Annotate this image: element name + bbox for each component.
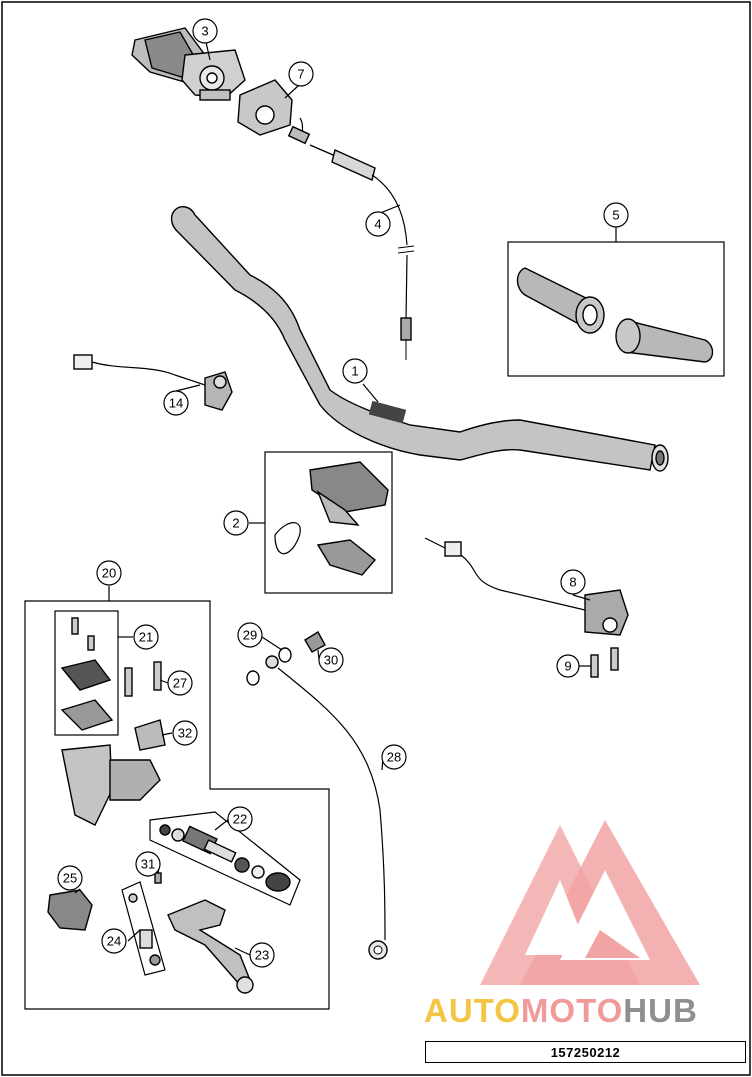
callout-27: 27 <box>167 670 193 696</box>
svg-text:27: 27 <box>173 676 187 691</box>
callout-20: 20 <box>96 560 122 586</box>
svg-text:22: 22 <box>233 812 247 827</box>
part-screws-9 <box>590 647 619 678</box>
part-throttle-cover <box>237 79 293 136</box>
frame-part-20 <box>24 600 330 1010</box>
svg-text:30: 30 <box>324 653 338 668</box>
part-washers-29 <box>246 647 292 686</box>
part-lever <box>167 899 254 994</box>
svg-text:29: 29 <box>243 628 257 643</box>
svg-text:23: 23 <box>255 948 269 963</box>
svg-text:4: 4 <box>374 217 381 232</box>
callout-9: 9 <box>556 654 580 678</box>
callout-32: 32 <box>172 720 198 746</box>
svg-text:1: 1 <box>351 364 358 379</box>
callout-30: 30 <box>318 647 344 673</box>
part-lever-pivot <box>121 881 166 976</box>
svg-text:24: 24 <box>107 934 121 949</box>
callout-1: 1 <box>342 358 368 384</box>
part-light-switch <box>424 537 629 636</box>
callout-28: 28 <box>381 744 407 770</box>
svg-text:31: 31 <box>141 857 155 872</box>
callout-25: 25 <box>57 865 83 891</box>
part-master-cylinder <box>61 661 166 826</box>
svg-text:3: 3 <box>201 24 208 39</box>
svg-text:2: 2 <box>232 516 239 531</box>
callout-31: 31 <box>135 851 161 877</box>
part-throttle-grip <box>131 27 246 101</box>
callout-29: 29 <box>237 622 263 648</box>
watermark-moto: MOTO <box>520 992 624 1029</box>
callout-4: 4 <box>365 211 391 237</box>
callout-22: 22 <box>227 806 253 832</box>
watermark-logo <box>480 820 700 985</box>
part-kill-switch <box>73 354 233 411</box>
callout-24: 24 <box>101 928 127 954</box>
frame-part-21 <box>54 610 119 736</box>
watermark-auto: AUTO <box>424 992 521 1029</box>
svg-text:28: 28 <box>387 750 401 765</box>
svg-text:25: 25 <box>63 871 77 886</box>
callout-2: 2 <box>223 510 249 536</box>
part-throttle-cable <box>287 117 415 360</box>
svg-text:20: 20 <box>102 566 116 581</box>
part-bleeder-30 <box>304 631 326 653</box>
svg-text:7: 7 <box>297 67 304 82</box>
callout-23: 23 <box>249 942 275 968</box>
part-grips <box>516 267 714 363</box>
svg-text:32: 32 <box>178 726 192 741</box>
watermark-hub: HUB <box>623 992 698 1029</box>
part-handlebar <box>170 206 669 472</box>
callout-14: 14 <box>163 390 189 416</box>
callout-8: 8 <box>560 569 586 595</box>
watermark-text: AUTOMOTOHUB <box>424 992 698 1030</box>
svg-text:5: 5 <box>612 208 619 223</box>
part-bar-pad <box>274 461 389 576</box>
callout-3: 3 <box>192 18 218 44</box>
callout-21: 21 <box>133 624 159 650</box>
callout-7: 7 <box>288 61 314 87</box>
part-cap-25 <box>47 889 93 931</box>
part-piston-kit <box>149 811 301 906</box>
reference-number: 157250212 <box>425 1041 746 1063</box>
svg-text:14: 14 <box>169 396 183 411</box>
part-screw-31 <box>154 872 162 884</box>
svg-text:8: 8 <box>569 575 576 590</box>
part-reservoir-cap <box>60 617 114 731</box>
svg-text:9: 9 <box>564 659 571 674</box>
svg-text:21: 21 <box>139 630 153 645</box>
part-clutch-line <box>265 655 388 960</box>
callout-5: 5 <box>603 202 629 228</box>
